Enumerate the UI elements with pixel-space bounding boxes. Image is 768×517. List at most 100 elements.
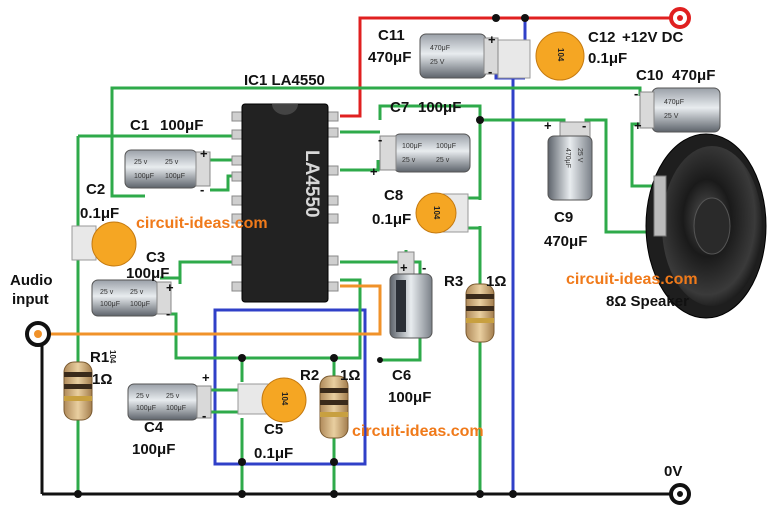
svg-text:+: + <box>166 280 174 295</box>
svg-text:C11: C11 <box>378 27 405 44</box>
svg-text:+: + <box>634 118 642 133</box>
resistor-r2 <box>319 375 349 439</box>
svg-text:25 V: 25 V <box>664 113 679 120</box>
svg-text:100μF: 100μF <box>100 301 120 308</box>
chip-marking: LA4550 <box>301 150 322 218</box>
svg-text:-: - <box>166 306 170 321</box>
capacitor-c12: 104 <box>497 31 585 81</box>
svg-text:25 v: 25 v <box>134 159 148 166</box>
svg-text:100μF: 100μF <box>402 143 422 150</box>
svg-text:100μF: 100μF <box>160 117 203 134</box>
svg-text:0.1μF: 0.1μF <box>80 205 119 222</box>
svg-text:470μF: 470μF <box>664 99 684 106</box>
svg-text:1Ω: 1Ω <box>92 371 112 388</box>
svg-text:0.1μF: 0.1μF <box>588 50 627 67</box>
vcc-terminal <box>669 7 691 29</box>
capacitor-c1: 25 v 100μF 25 v 100μF <box>124 149 211 189</box>
capacitor-c2: 104 <box>71 221 137 364</box>
svg-text:C8: C8 <box>384 187 403 204</box>
svg-text:100μF: 100μF <box>388 389 431 406</box>
c12-marking: 104 <box>556 48 565 62</box>
svg-text:C9: C9 <box>554 209 573 226</box>
watermark-2: circuit-ideas.com <box>566 271 698 288</box>
svg-text:100μF: 100μF <box>165 173 185 180</box>
watermarks: circuit-ideas.com circuit-ideas.com circ… <box>136 215 698 440</box>
resistor-r3 <box>465 283 495 343</box>
svg-text:-: - <box>422 260 426 275</box>
capacitor-c7: 100μF 25 v 100μF 25 v <box>379 133 471 173</box>
svg-text:100μF: 100μF <box>134 173 154 180</box>
capacitor-c11: 470μF 25 V <box>419 33 499 79</box>
vcc-label: +12V DC <box>622 29 683 46</box>
svg-text:C12: C12 <box>588 29 616 46</box>
gnd-terminal <box>669 483 691 505</box>
svg-text:R3: R3 <box>444 273 463 290</box>
svg-text:470μF: 470μF <box>368 49 411 66</box>
svg-text:470μF: 470μF <box>672 67 715 84</box>
watermark-1: circuit-ideas.com <box>136 215 268 232</box>
svg-text:100μF: 100μF <box>130 301 150 308</box>
svg-text:R2: R2 <box>300 367 319 384</box>
svg-text:25 v: 25 v <box>136 393 150 400</box>
input-wire-orange <box>48 284 382 336</box>
svg-text:0.1μF: 0.1μF <box>254 445 293 462</box>
svg-text:25 V: 25 V <box>576 148 583 163</box>
svg-text:C7: C7 <box>390 99 409 116</box>
svg-text:1Ω: 1Ω <box>486 273 506 290</box>
watermark-3: circuit-ideas.com <box>352 423 484 440</box>
svg-text:100μF: 100μF <box>418 99 461 116</box>
svg-text:+: + <box>488 32 496 47</box>
capacitor-c10: 470μF 25 V <box>639 87 721 133</box>
capacitor-c3: 25 v 100μF 25 v 100μF <box>91 279 172 317</box>
capacitor-c6 <box>389 251 433 339</box>
svg-text:470μF: 470μF <box>430 45 450 52</box>
svg-text:100μF: 100μF <box>132 441 175 458</box>
capacitor-c4: 25 v 100μF 25 v 100μF <box>127 383 212 421</box>
svg-text:C1: C1 <box>130 117 149 134</box>
supply-wire-red <box>340 16 680 118</box>
svg-text:0.1μF: 0.1μF <box>372 211 411 228</box>
svg-text:-: - <box>200 182 204 197</box>
resistor-r1 <box>63 361 93 421</box>
svg-text:-: - <box>582 118 586 133</box>
svg-text:470μF: 470μF <box>544 233 587 250</box>
audio-input-jack <box>25 321 51 347</box>
c5-marking: 104 <box>280 392 289 406</box>
ground-rail <box>40 340 676 496</box>
capacitor-c8: 104 <box>415 192 469 234</box>
speaker-icon <box>645 133 767 319</box>
svg-text:470μF: 470μF <box>564 148 571 168</box>
svg-text:25 v: 25 v <box>100 289 114 296</box>
svg-text:C3: C3 <box>146 249 165 266</box>
svg-text:+: + <box>400 260 408 275</box>
svg-text:25 v: 25 v <box>165 159 179 166</box>
junction-dots <box>74 14 529 498</box>
polarity-marks: + - + - + - - + + - + - - + + - <box>166 32 642 423</box>
svg-text:25 v: 25 v <box>436 157 450 164</box>
svg-text:+: + <box>370 164 378 179</box>
signal-wires-green <box>76 86 660 494</box>
svg-text:25 v: 25 v <box>402 157 416 164</box>
svg-text:25 v: 25 v <box>130 289 144 296</box>
svg-text:-: - <box>488 64 492 79</box>
audio-input-label-1: Audio <box>10 272 53 289</box>
svg-text:+: + <box>202 370 210 385</box>
capacitor-c5: 104 <box>237 377 307 423</box>
svg-text:25 V: 25 V <box>430 59 445 66</box>
svg-text:100μF: 100μF <box>126 265 169 282</box>
svg-text:1Ω: 1Ω <box>340 367 360 384</box>
capacitor-c9: 470μF 25 V <box>547 121 593 201</box>
speaker-label: 8Ω Speaker <box>606 293 689 310</box>
audio-input-label-2: input <box>12 291 49 308</box>
svg-text:C4: C4 <box>144 419 164 436</box>
svg-text:C5: C5 <box>264 421 283 438</box>
svg-text:+: + <box>544 118 552 133</box>
svg-text:C6: C6 <box>392 367 411 384</box>
gnd-label: 0V <box>664 463 682 480</box>
svg-text:100μF: 100μF <box>166 405 186 412</box>
svg-text:-: - <box>202 408 206 423</box>
svg-text:-: - <box>634 86 638 101</box>
svg-text:+: + <box>200 146 208 161</box>
